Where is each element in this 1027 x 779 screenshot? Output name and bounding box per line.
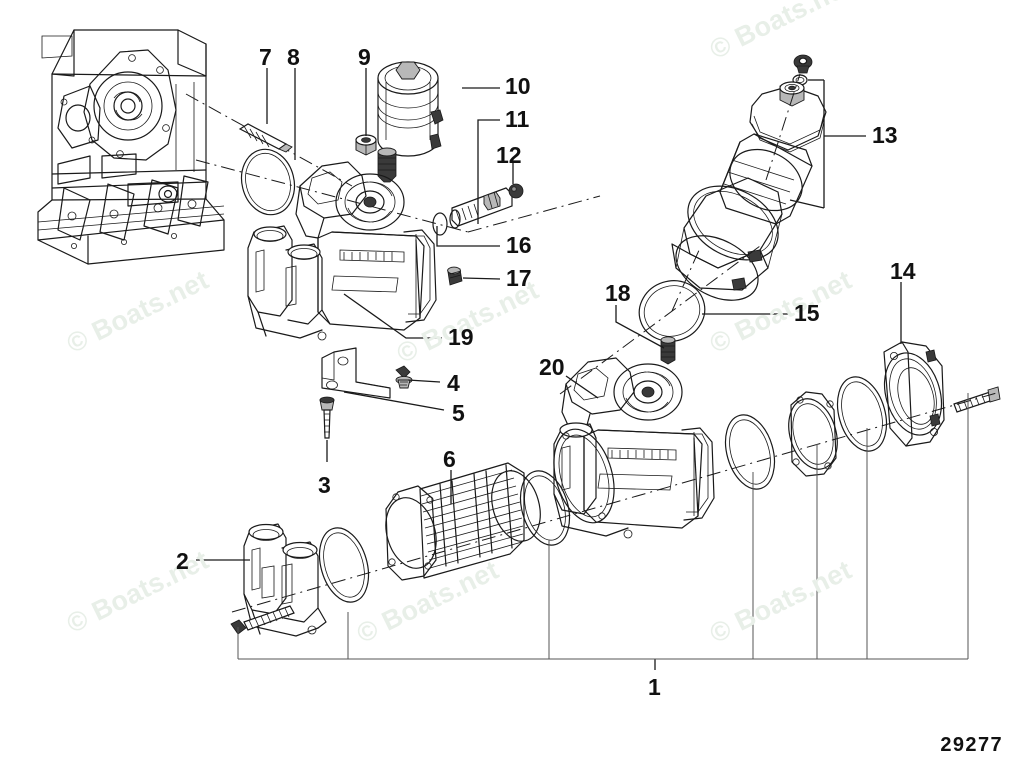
part-6-tube-bundle-core: [385, 462, 541, 581]
lower-left-bolt: [230, 605, 295, 635]
part-3-mounting-screw: [319, 396, 335, 439]
part-12-ball-check: [508, 183, 524, 199]
part-13-fuel-filter-assembly: [671, 54, 827, 301]
callout-label-7[interactable]: 7: [259, 44, 272, 70]
callout-label-18[interactable]: 18: [605, 280, 631, 306]
callout-label-16[interactable]: 16: [506, 232, 532, 258]
callout-label-10[interactable]: 10: [505, 73, 531, 99]
callout-label-2[interactable]: 2: [176, 548, 189, 574]
callout-label-12[interactable]: 12: [496, 142, 522, 168]
part-4-flange-bolt: [395, 365, 413, 389]
engine-block-reference-view: [37, 29, 225, 265]
callout-label-9[interactable]: 9: [358, 44, 371, 70]
callout-label-6[interactable]: 6: [443, 446, 456, 472]
part-14-end-cover-flange: [883, 341, 945, 447]
assembly-bracket: [237, 393, 969, 660]
part-18-stud-short: [660, 336, 676, 365]
part-15-o-ring-large: [638, 280, 706, 342]
callout-label-15[interactable]: 15: [794, 300, 820, 326]
part-11-plug: [377, 147, 397, 183]
figure-number: 29277: [940, 734, 1003, 756]
o-ring-bundle-right: [519, 470, 571, 546]
right-end-bolt: [953, 386, 1001, 413]
o-ring-left-mid: [318, 527, 370, 603]
callout-label-20[interactable]: 20: [539, 354, 565, 380]
part-16-relief-valve: [432, 187, 513, 236]
callout-leaders: [196, 68, 902, 670]
part-20-housing-lower: [553, 357, 715, 539]
callout-label-13[interactable]: 13: [872, 122, 898, 148]
part-10-oil-filter-cap: [377, 61, 444, 157]
part-8-o-ring: [240, 148, 296, 216]
part-17-plug-fitting: [447, 266, 463, 286]
callout-label-4[interactable]: 4: [447, 370, 460, 396]
part-19-housing-body-upper: [247, 161, 437, 341]
callout-label-5[interactable]: 5: [452, 400, 465, 426]
callout-label-19[interactable]: 19: [448, 324, 474, 350]
part-9-nut: [355, 134, 377, 156]
callout-label-11[interactable]: 11: [505, 106, 530, 132]
seal-stack-right: [724, 376, 888, 490]
callout-label-14[interactable]: 14: [890, 258, 916, 284]
part-5-mounting-bracket: [321, 347, 391, 399]
callout-label-1[interactable]: 1: [648, 674, 661, 700]
callout-label-8[interactable]: 8: [287, 44, 300, 70]
callout-label-3[interactable]: 3: [318, 472, 331, 498]
callout-label-17[interactable]: 17: [506, 265, 532, 291]
part-2-end-cap-inlet-housing: [243, 523, 327, 637]
part-7-stud: [238, 123, 293, 153]
